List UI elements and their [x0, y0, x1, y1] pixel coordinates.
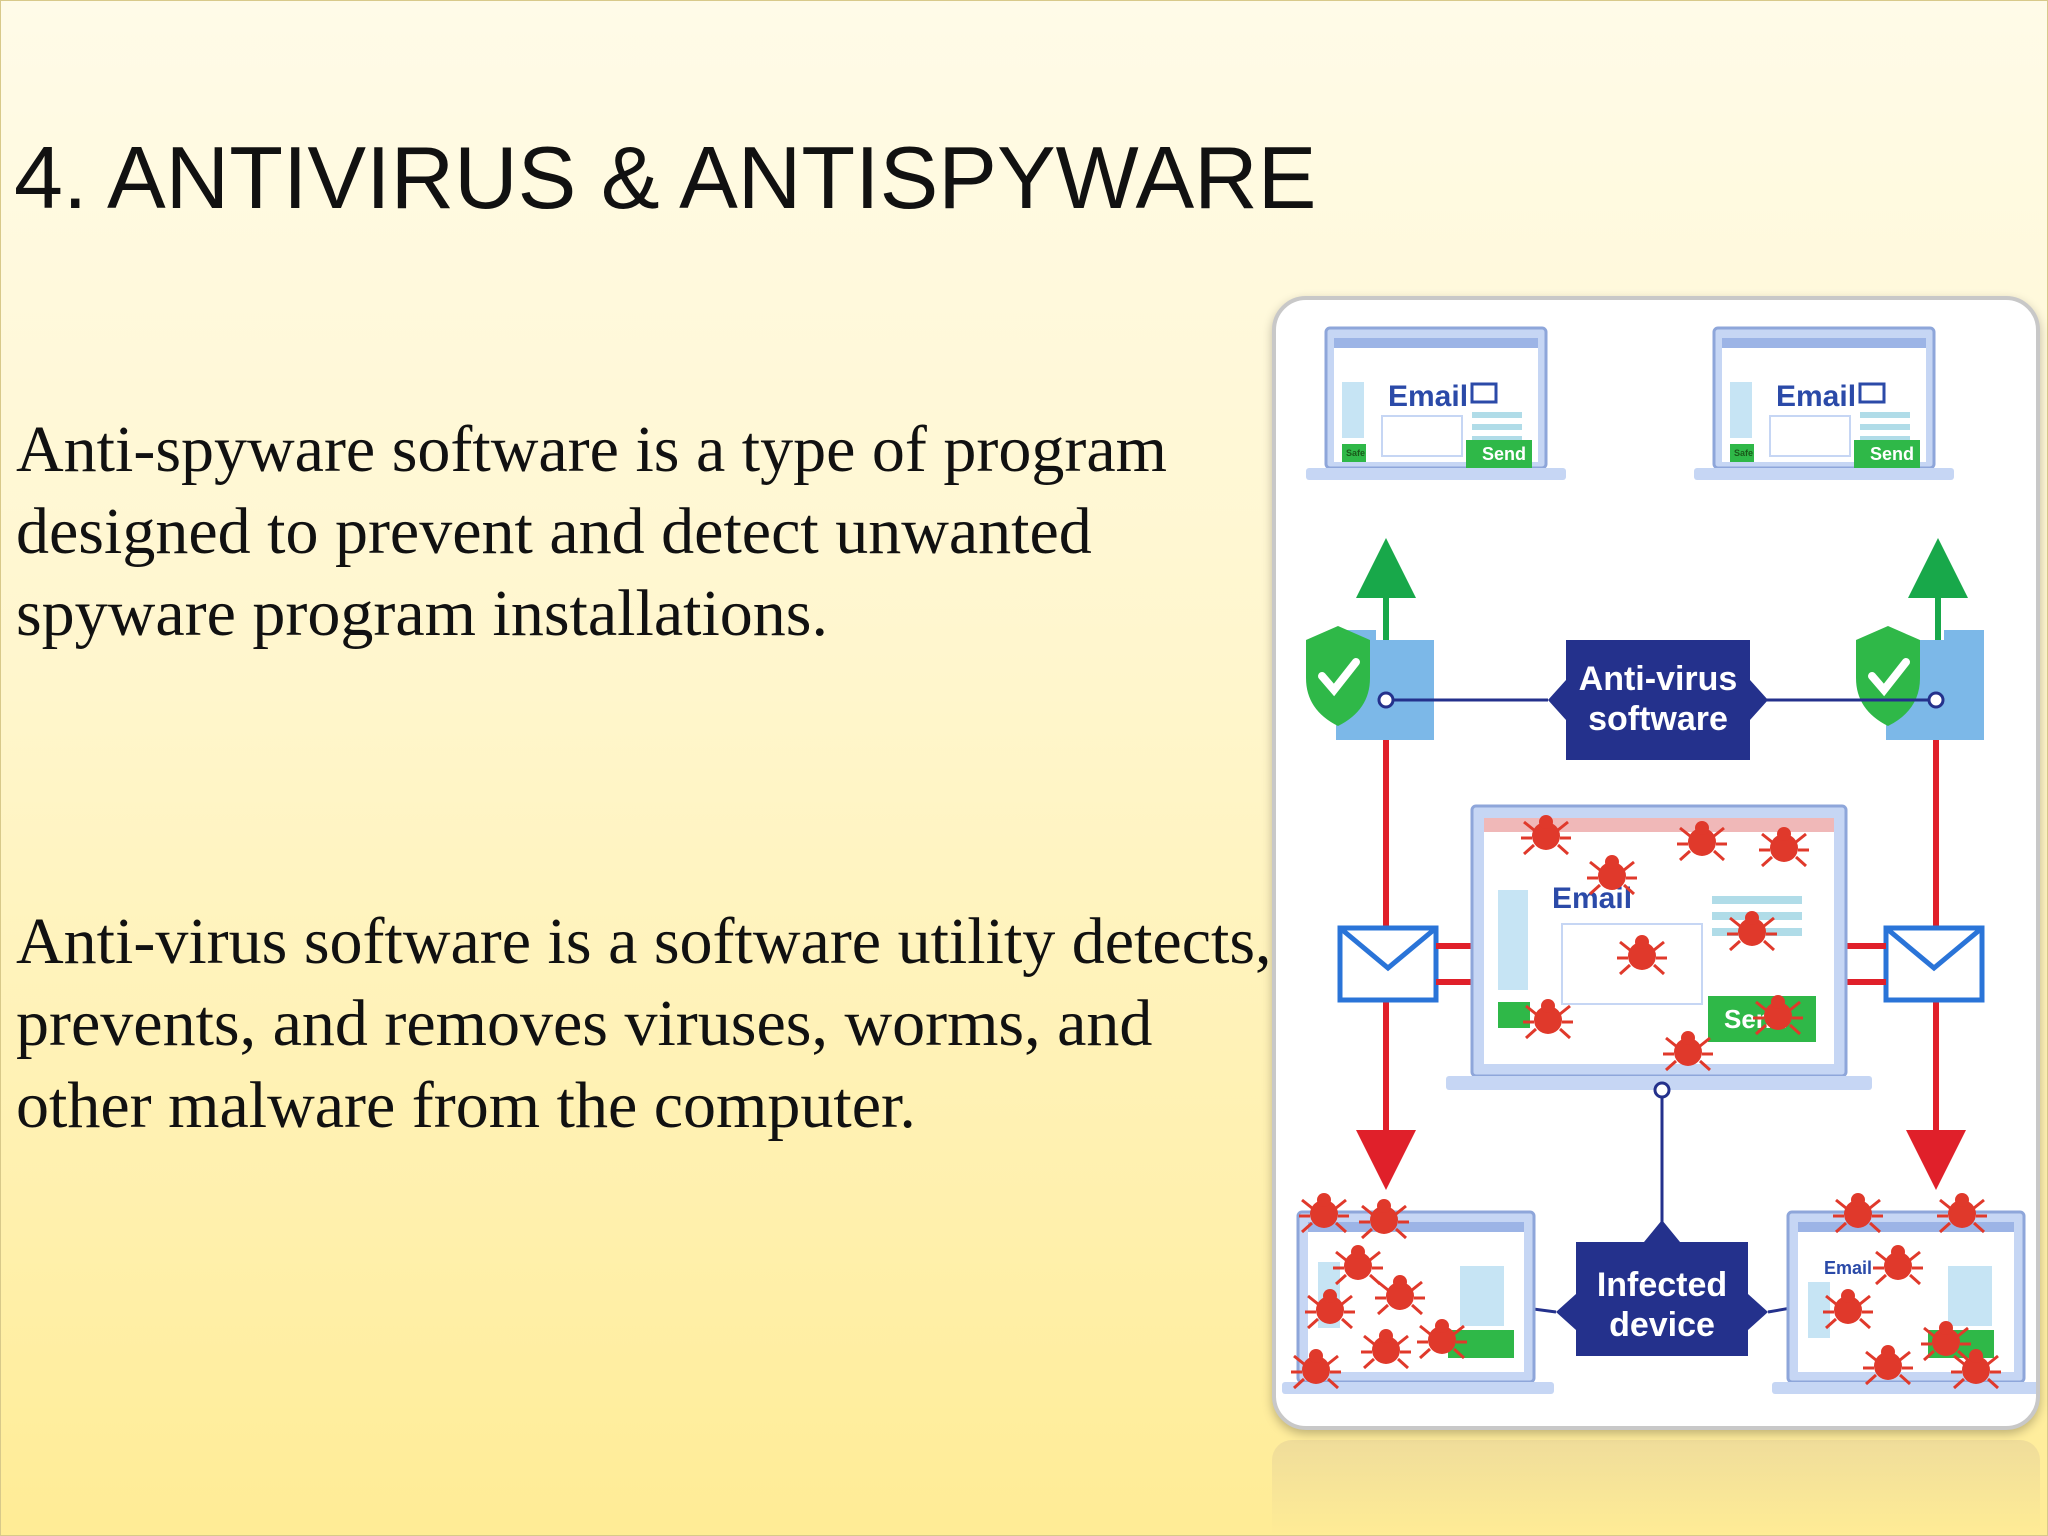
antivirus-paragraph: Anti-virus software is a software utilit… — [16, 905, 1272, 1142]
antivirus-software-badge: Anti-virus software — [1548, 640, 1768, 760]
email-label: Email — [1776, 380, 1856, 413]
email-icon — [1470, 382, 1498, 404]
laptop-infected-right: Email — [1772, 1191, 2036, 1394]
email-icon — [1858, 382, 1886, 404]
email-label: Email — [1388, 380, 1468, 413]
antivirus-label-line2: software — [1588, 700, 1728, 738]
safe-label: Safe — [1346, 448, 1365, 458]
send-button-label: Send — [1870, 444, 1914, 464]
antivirus-label-line1: Anti-virus — [1579, 660, 1738, 698]
laptop-safe-left: Email Safe Send — [1306, 326, 1566, 480]
infected-label-line1: Infected — [1597, 1266, 1727, 1304]
antivirus-diagram: Email Safe Send Email Safe Send — [1272, 296, 2040, 1430]
shield-check-icon — [1306, 626, 1370, 726]
infected-label-line2: device — [1609, 1306, 1715, 1344]
envelope-icon — [1337, 925, 1439, 1003]
laptop-safe-right: Email Safe Send — [1694, 326, 1954, 480]
laptop-infected-left — [1282, 1191, 1554, 1394]
safe-label: Safe — [1734, 448, 1753, 458]
send-button-label: Send — [1482, 444, 1526, 464]
laptop-infected-center: Email Send — [1446, 804, 1872, 1090]
antispyware-paragraph: Anti-spyware software is a type of progr… — [16, 413, 1167, 650]
infected-device-badge: Infected device — [1556, 1220, 1768, 1356]
slide-title: 4. ANTIVIRUS & ANTISPYWARE — [14, 128, 1317, 227]
envelope-icon — [1883, 925, 1985, 1003]
diagram-reflection — [1272, 1440, 2040, 1536]
email-label: Email — [1824, 1258, 1872, 1278]
